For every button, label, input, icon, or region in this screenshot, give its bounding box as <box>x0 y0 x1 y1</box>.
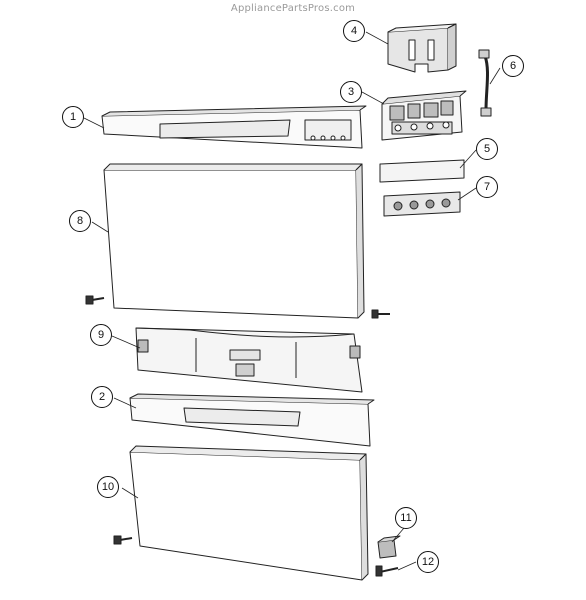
callout-3: 3 <box>340 81 362 103</box>
leader-lines <box>83 31 501 571</box>
part-10-lower-door-panel <box>129 445 369 581</box>
part-4-module-cover <box>387 23 457 73</box>
callout-9: 9 <box>90 324 112 346</box>
watermark-text: AppliancePartsPros.com <box>230 3 356 14</box>
screw-upper-left <box>85 295 105 305</box>
callout-7: 7 <box>476 176 498 198</box>
callout-8: 8 <box>69 210 91 232</box>
callout-2: 2 <box>91 386 113 408</box>
screw-lower-left <box>113 535 133 545</box>
callout-5: 5 <box>476 138 498 160</box>
part-7-keypad <box>383 191 461 217</box>
part-11-clip <box>377 535 401 559</box>
screw-upper-right <box>371 309 390 319</box>
part-1-control-panel <box>101 105 367 149</box>
callout-10: 10 <box>97 476 119 498</box>
part-5-display-lens <box>379 159 465 183</box>
callout-11: 11 <box>395 507 417 529</box>
part-2-lower-panel <box>129 393 375 447</box>
callout-1: 1 <box>62 106 84 128</box>
part-6-wire-harness <box>478 49 492 117</box>
callout-4: 4 <box>343 20 365 42</box>
callout-12: 12 <box>417 551 439 573</box>
part-3-control-board <box>381 90 467 141</box>
part-12-screw <box>375 565 399 577</box>
part-9-bracket <box>135 327 363 393</box>
callout-6: 6 <box>502 55 524 77</box>
part-8-upper-door-panel <box>103 163 365 319</box>
